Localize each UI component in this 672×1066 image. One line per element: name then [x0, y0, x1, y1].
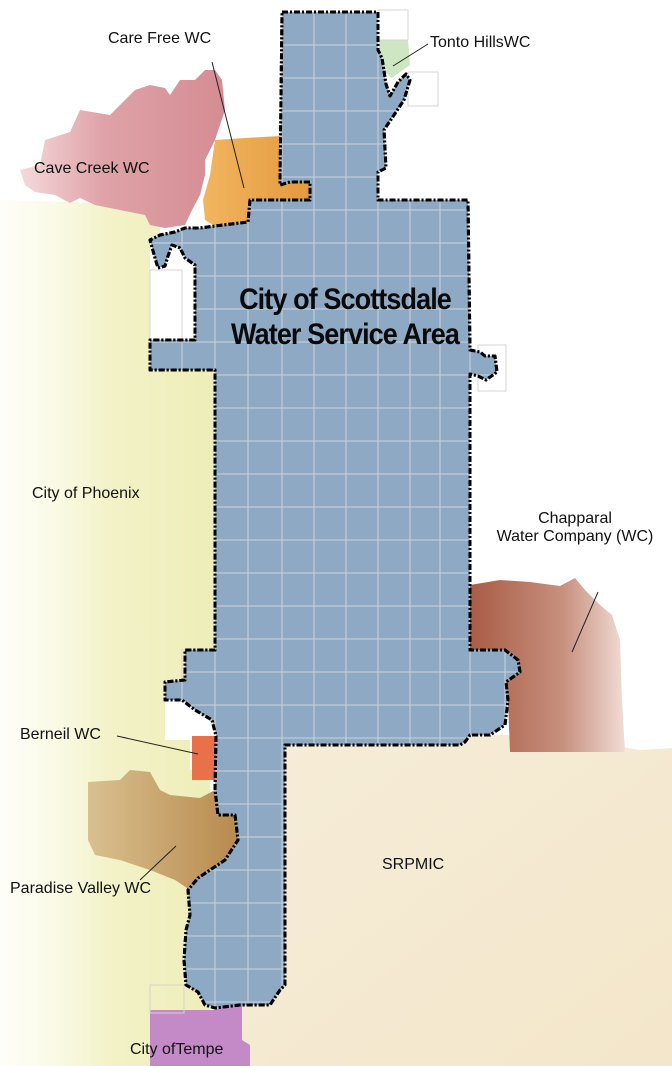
cave-creek-region	[20, 70, 225, 228]
paradise-valley-region	[88, 770, 238, 890]
label-berneil: Berneil WC	[20, 726, 101, 743]
service-area-boundary	[148, 10, 522, 1010]
label-cave-creek: Cave Creek WC	[34, 160, 150, 177]
leader-lines	[116, 43, 599, 881]
label-tonto-hills: Tonto HillsWC	[430, 34, 531, 51]
phoenix-region	[0, 200, 215, 1066]
map-title: City of Scottsdale Water Service Area	[229, 283, 461, 352]
srpmic-region	[240, 735, 672, 1066]
label-srpmic: SRPMIC	[382, 856, 445, 873]
chapparal-region	[470, 578, 625, 752]
label-tempe: City ofTempe	[130, 1041, 224, 1058]
label-chapparal-line-1: Chapparal	[538, 510, 612, 527]
label-chapparal: Chapparal Water Company (WC)	[480, 510, 670, 547]
label-paradise-valley: Paradise Valley WC	[10, 880, 152, 897]
title-line-1: City of Scottsdale	[239, 283, 452, 316]
label-care-free: Care Free WC	[108, 30, 212, 47]
label-phoenix: City of Phoenix	[32, 485, 140, 502]
tonto-hills-region	[378, 40, 410, 78]
berneil-region	[192, 736, 216, 780]
tempe-region	[150, 1000, 250, 1066]
title-line-2: Water Service Area	[231, 317, 460, 351]
care-free-region	[203, 136, 310, 226]
label-chapparal-line-2: Water Company (WC)	[496, 528, 654, 546]
